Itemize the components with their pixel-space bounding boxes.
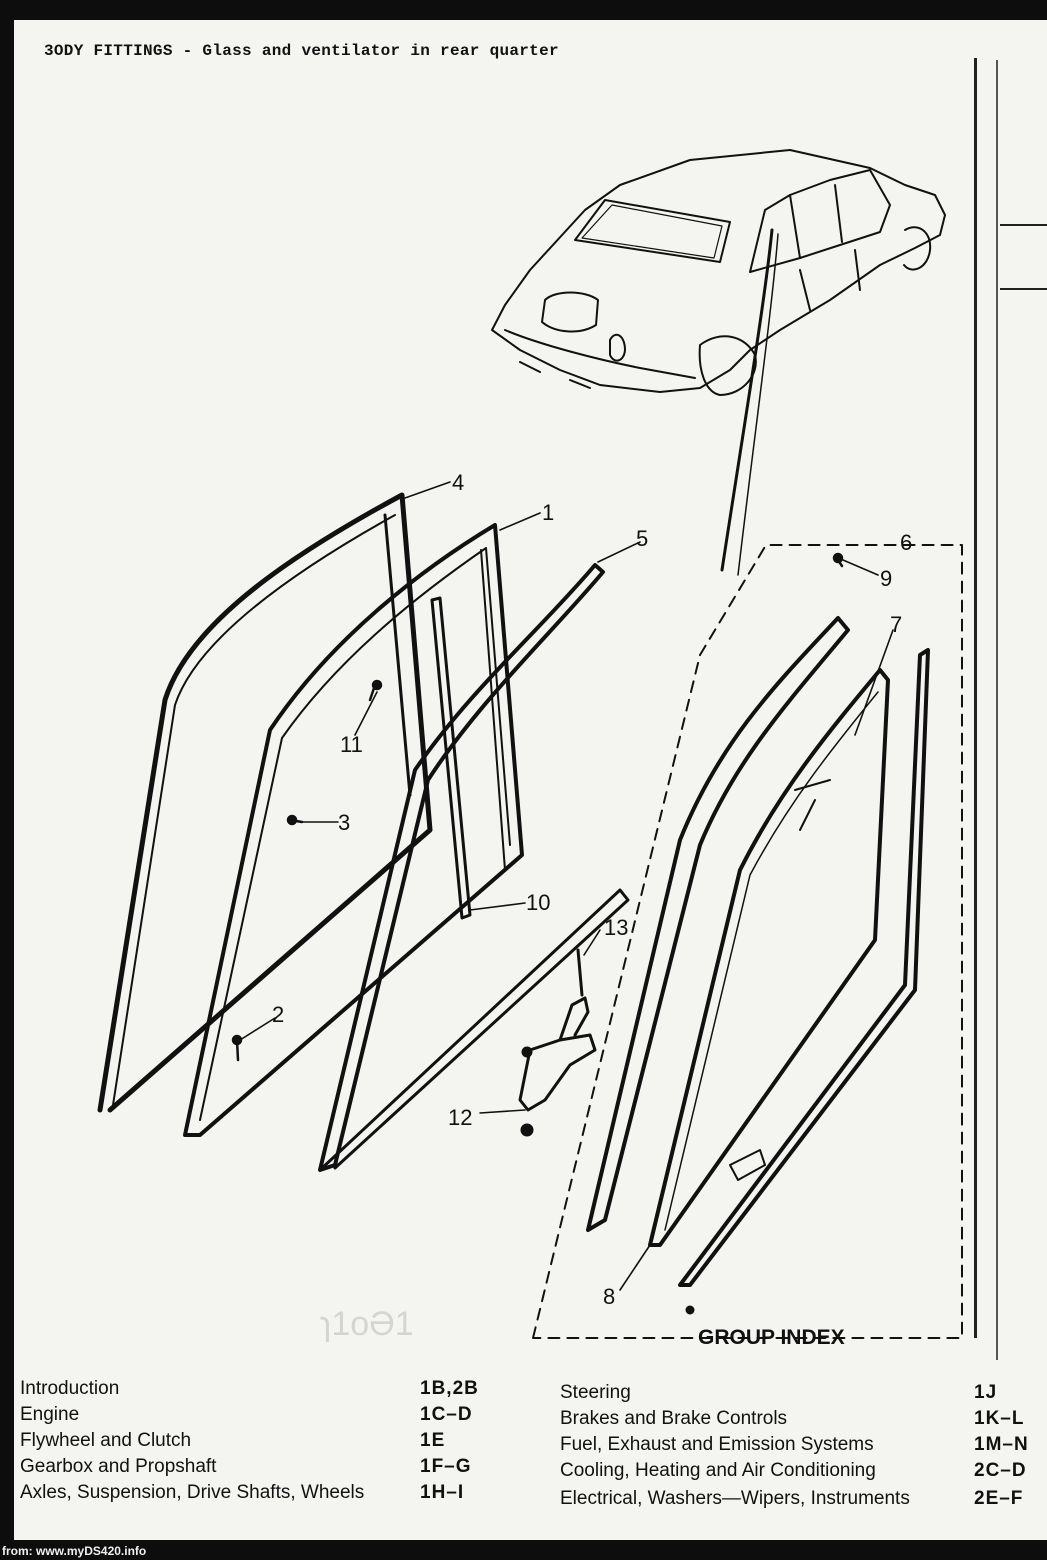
- index-code-steering[interactable]: 1J: [974, 1382, 998, 1403]
- leader-lines: [239, 481, 894, 1291]
- index-item-fuel-exhaust[interactable]: Fuel, Exhaust and Emission Systems: [560, 1434, 874, 1456]
- page-frame-edge: [996, 60, 998, 1360]
- index-item-cooling-heating[interactable]: Cooling, Heating and Air Conditioning: [560, 1460, 876, 1482]
- rear-channel: [678, 648, 930, 1287]
- index-item-label: Axles, Suspension, Drive Shafts, Wheels: [20, 1482, 365, 1503]
- index-item-label: Introduction: [20, 1378, 120, 1399]
- small-screw: [685, 1305, 695, 1315]
- index-item-axles-suspension[interactable]: Axles, Suspension, Drive Shafts, Wheels: [20, 1482, 364, 1504]
- index-code-electrical[interactable]: 2E–F: [974, 1488, 1024, 1509]
- index-item-electrical[interactable]: Electrical, Washers—Wipers, Instruments: [560, 1488, 910, 1510]
- index-code-cooling-heating[interactable]: 2C–D: [974, 1460, 1027, 1481]
- part-5-inner-channel: [318, 563, 630, 1172]
- page-title: 3ODY FITTINGS - Glass and ventilator in …: [44, 42, 559, 60]
- index-code-brakes[interactable]: 1K–L: [974, 1408, 1025, 1429]
- part-6-dashed-box: [532, 544, 963, 1339]
- index-item-label: Electrical, Washers—Wipers, Instruments: [560, 1488, 910, 1509]
- index-item-label: Flywheel and Clutch: [20, 1430, 192, 1451]
- index-item-brakes[interactable]: Brakes and Brake Controls: [560, 1408, 787, 1430]
- screw-11: [368, 679, 383, 702]
- index-code-flywheel-clutch[interactable]: 1E: [420, 1430, 446, 1451]
- part-10-division-strip: [430, 596, 472, 920]
- index-code-introduction[interactable]: 1B,2B: [420, 1378, 479, 1399]
- callout-11: 11: [340, 732, 363, 757]
- index-item-label: Steering: [560, 1382, 631, 1403]
- page-frame-right: [974, 58, 977, 1338]
- callout-3: 3: [338, 810, 350, 835]
- callout-1: 1: [542, 500, 554, 525]
- callout-9: 9: [880, 566, 892, 591]
- faint-reverse-marking: ɿ1oƏ1: [320, 1305, 414, 1343]
- index-item-engine[interactable]: Engine: [20, 1404, 79, 1426]
- manual-page: [14, 20, 1047, 1540]
- part-12-catch: [518, 996, 597, 1137]
- index-item-label: Engine: [20, 1404, 80, 1425]
- callout-6: 6: [900, 530, 912, 555]
- screw-2: [231, 1034, 243, 1062]
- callout-2: 2: [272, 1002, 284, 1027]
- screw-9: [832, 552, 844, 568]
- index-code-gearbox-propshaft[interactable]: 1F–G: [420, 1456, 472, 1477]
- callout-10: 10: [526, 890, 550, 915]
- index-item-gearbox-propshaft[interactable]: Gearbox and Propshaft: [20, 1456, 216, 1478]
- screw-13: [576, 948, 584, 997]
- source-note: from: www.myDS420.info: [2, 1544, 147, 1558]
- part-4-outer-seal: [97, 492, 433, 1113]
- index-item-introduction[interactable]: Introduction: [20, 1378, 119, 1400]
- index-item-label: Cooling, Heating and Air Conditioning: [560, 1460, 876, 1481]
- page-frame-rule-2: [1000, 288, 1047, 290]
- callout-5: 5: [636, 526, 648, 551]
- part-8-quarter-frame: [586, 616, 850, 1232]
- part-1-main-frame: [183, 523, 524, 1137]
- index-item-label: Fuel, Exhaust and Emission Systems: [560, 1434, 874, 1455]
- group-index-title: GROUP INDEX: [698, 1326, 845, 1349]
- callout-12: 12: [448, 1105, 472, 1130]
- callout-8: 8: [603, 1284, 615, 1309]
- index-code-fuel-exhaust[interactable]: 1M–N: [974, 1434, 1029, 1455]
- index-code-axles-suspension[interactable]: 1H–I: [420, 1482, 465, 1503]
- index-code-engine[interactable]: 1C–D: [420, 1404, 473, 1425]
- index-item-flywheel-clutch[interactable]: Flywheel and Clutch: [20, 1430, 191, 1452]
- index-item-steering[interactable]: Steering: [560, 1382, 631, 1404]
- callout-4: 4: [452, 470, 464, 495]
- car-illustration: [491, 149, 946, 576]
- callout-7: 7: [890, 612, 902, 637]
- page-frame-rule-1: [1000, 224, 1047, 226]
- part-7-glass: [648, 668, 890, 1247]
- index-item-label: Gearbox and Propshaft: [20, 1456, 217, 1477]
- index-item-label: Brakes and Brake Controls: [560, 1408, 788, 1429]
- callout-13: 13: [604, 915, 628, 940]
- screw-3: [286, 814, 304, 826]
